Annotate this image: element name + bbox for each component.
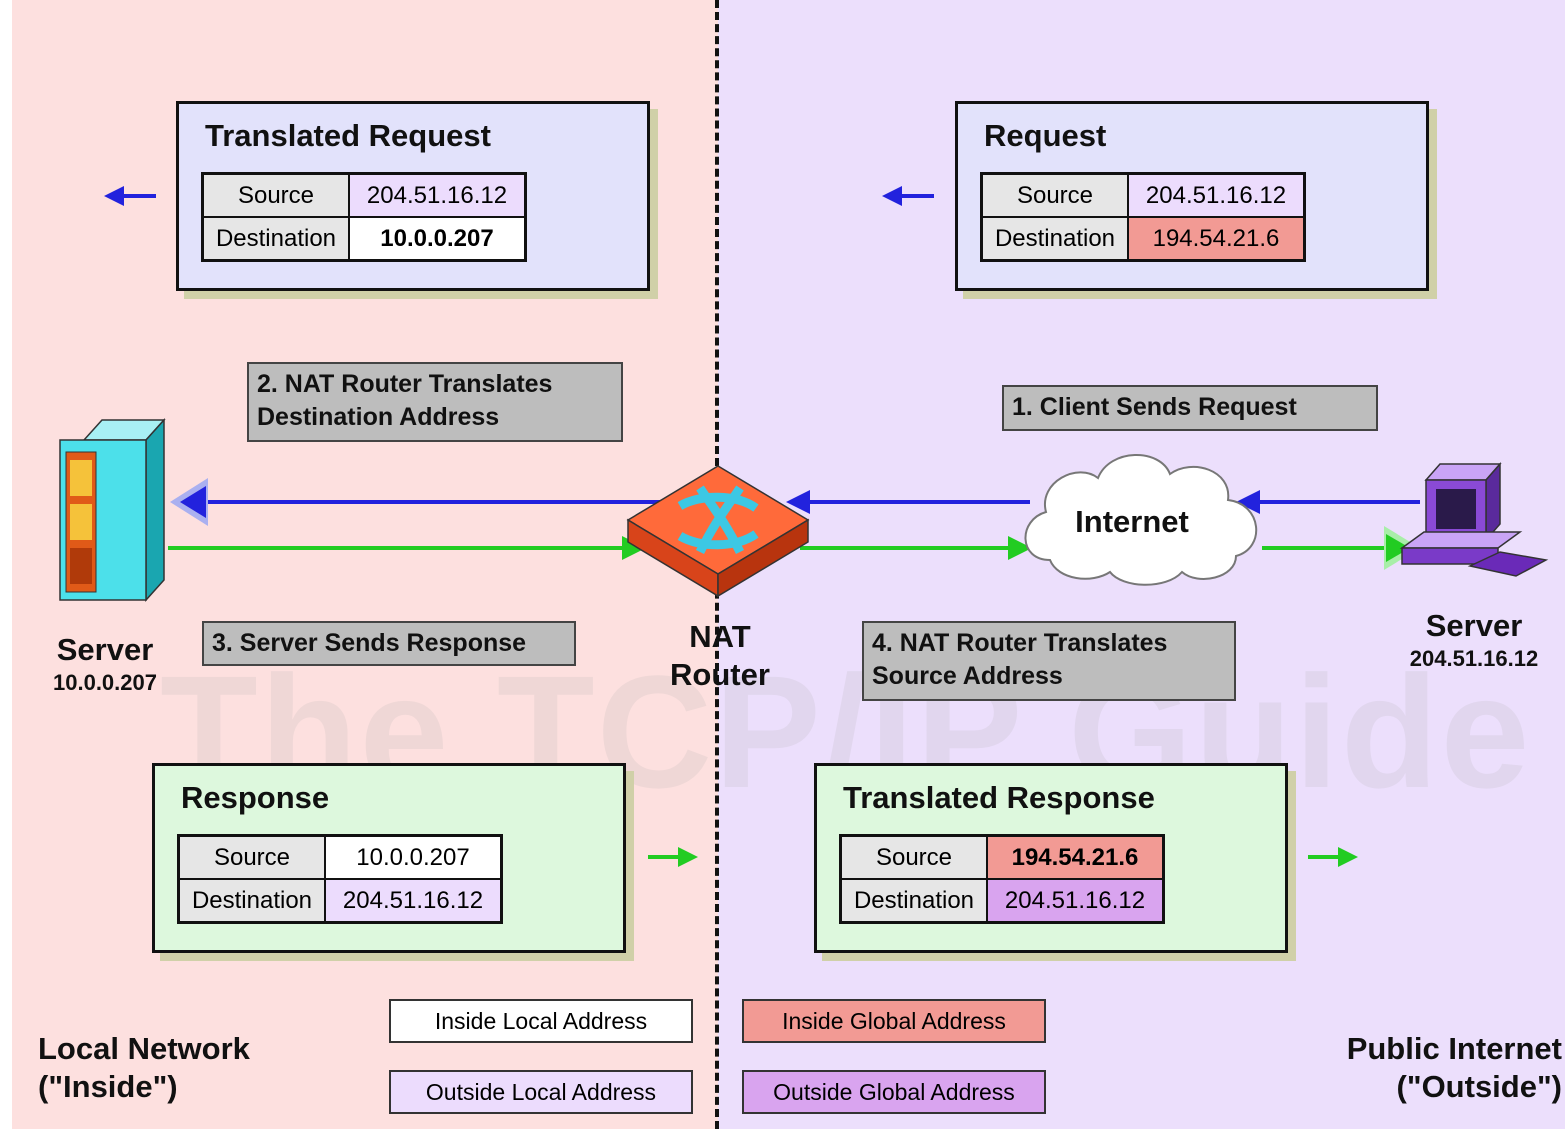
request-flow-arrow <box>170 478 1420 526</box>
right-arrow-icon <box>1308 847 1358 867</box>
response-table: Source 10.0.0.207 Destination 204.51.16.… <box>177 834 503 924</box>
request-box: Request Source 204.51.16.12 Destination … <box>955 101 1429 291</box>
legend-outside-local: Outside Local Address <box>389 1070 693 1114</box>
source-value: 204.51.16.12 <box>1127 172 1306 218</box>
internet-label: Internet <box>1075 504 1189 539</box>
translated-request-title: Translated Request <box>205 118 491 153</box>
destination-value: 194.54.21.6 <box>1127 216 1306 262</box>
remote-server-ip: 204.51.16.12 <box>1409 646 1539 671</box>
right-arrow-icon <box>648 847 698 867</box>
source-label: Source <box>177 834 326 880</box>
translated-request-table: Source 204.51.16.12 Destination 10.0.0.2… <box>201 172 527 262</box>
router-label-line1: NAT <box>689 619 751 654</box>
local-network-label: Local Network ("Inside") <box>38 1030 250 1106</box>
cloud-icon <box>1024 454 1258 586</box>
translated-response-box: Translated Response Source 194.54.21.6 D… <box>814 763 1288 953</box>
source-label: Source <box>980 172 1129 218</box>
legend-inside-global: Inside Global Address <box>742 999 1046 1043</box>
router-icon <box>626 465 810 598</box>
destination-value: 204.51.16.12 <box>324 878 503 924</box>
remote-server-label: Server 204.51.16.12 <box>1388 608 1560 672</box>
translated-request-box: Translated Request Source 204.51.16.12 D… <box>176 101 650 291</box>
local-server-name: Server <box>56 632 154 667</box>
source-value: 10.0.0.207 <box>324 834 503 880</box>
destination-label: Destination <box>980 216 1129 262</box>
router-label-line2: Router <box>670 657 770 692</box>
legend-outside-global: Outside Global Address <box>742 1070 1046 1114</box>
left-arrow-icon <box>882 186 934 206</box>
local-network-line2: ("Inside") <box>38 1069 178 1104</box>
destination-label: Destination <box>177 878 326 924</box>
response-title: Response <box>181 780 330 815</box>
legend-inside-local: Inside Local Address <box>389 999 693 1043</box>
step-4-line1: 4. NAT Router Translates <box>872 629 1168 657</box>
server-icon <box>59 418 166 602</box>
source-label: Source <box>201 172 350 218</box>
destination-label: Destination <box>201 216 350 262</box>
step-2-line2: Destination Address <box>257 403 500 431</box>
translated-response-table: Source 194.54.21.6 Destination 204.51.16… <box>839 834 1165 924</box>
local-server-ip: 10.0.0.207 <box>53 670 157 695</box>
destination-value: 204.51.16.12 <box>986 878 1165 924</box>
step-3-label: 3. Server Sends Response <box>202 621 576 666</box>
public-internet-label: Public Internet ("Outside") <box>1300 1030 1562 1106</box>
local-network-line1: Local Network <box>38 1031 250 1066</box>
left-arrow-icon <box>104 186 156 206</box>
source-value: 194.54.21.6 <box>986 834 1165 880</box>
step-2-line1: 2. NAT Router Translates <box>257 370 553 398</box>
public-internet-line1: Public Internet <box>1346 1031 1562 1066</box>
step-1-label: 1. Client Sends Request <box>1002 385 1378 431</box>
destination-label: Destination <box>839 878 988 924</box>
step-2-label: 2. NAT Router Translates Destination Add… <box>247 362 623 442</box>
request-table: Source 204.51.16.12 Destination 194.54.2… <box>980 172 1306 262</box>
source-label: Source <box>839 834 988 880</box>
destination-value: 10.0.0.207 <box>348 216 527 262</box>
step-4-label: 4. NAT Router Translates Source Address <box>862 621 1236 701</box>
source-value: 204.51.16.12 <box>348 172 527 218</box>
remote-server-name: Server <box>1425 608 1523 643</box>
translated-response-title: Translated Response <box>843 780 1155 815</box>
public-internet-line2: ("Outside") <box>1396 1069 1562 1104</box>
router-label: NAT Router <box>648 618 792 694</box>
request-title: Request <box>984 118 1107 153</box>
step-4-line2: Source Address <box>872 662 1063 690</box>
workstation-icon <box>1399 462 1549 577</box>
local-server-label: Server 10.0.0.207 <box>30 632 180 696</box>
response-box: Response Source 10.0.0.207 Destination 2… <box>152 763 626 953</box>
